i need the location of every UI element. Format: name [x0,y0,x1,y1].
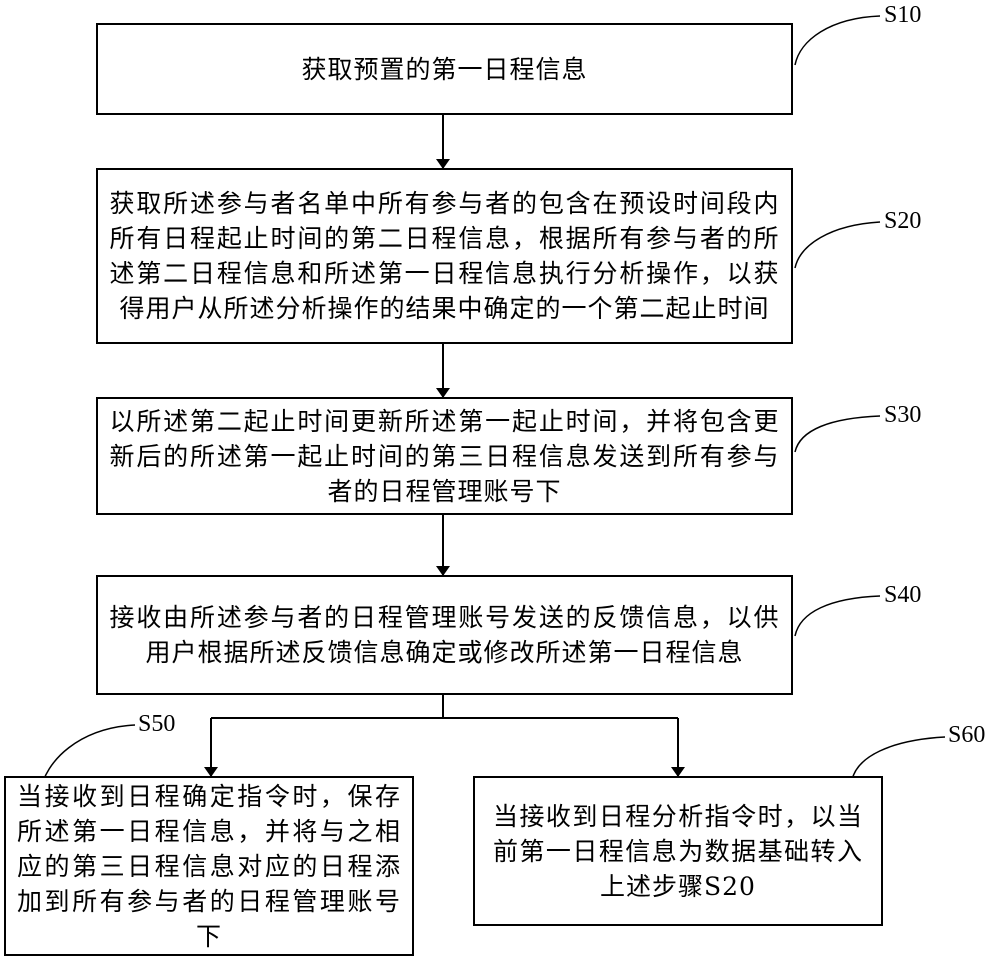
step-label-s60: S60 [948,722,985,749]
step-text-s30: 以所述第二起止时间更新所述第一起止时间，并将包含更新后的所述第一起止时间的第三日… [110,404,780,509]
step-text-s50: 当接收到日程确定指令时，保存所述第一日程信息，并将与之相应的第三日程信息对应的日… [17,779,401,954]
leader-s30 [795,416,880,452]
leader-s20 [795,222,880,268]
step-text-s60: 当接收到日程分析指令时，以当前第一日程信息为数据基础转入上述步骤S20 [493,799,863,904]
step-box-s30: 以所述第二起止时间更新所述第一起止时间，并将包含更新后的所述第一起止时间的第三日… [96,397,793,515]
leader-s40 [795,596,880,636]
step-text-s20: 获取所述参与者名单中所有参与者的包含在预设时间段内所有日程起止时间的第二日程信息… [110,186,780,326]
step-box-s60: 当接收到日程分析指令时，以当前第一日程信息为数据基础转入上述步骤S20 [473,776,883,926]
leader-s60 [852,737,945,780]
leader-s10 [795,16,880,65]
step-label-s50: S50 [138,711,175,738]
step-label-s20: S20 [884,208,921,235]
step-label-s40: S40 [884,582,921,609]
step-box-s10: 获取预置的第一日程信息 [96,23,793,115]
step-text-s40: 接收由所述参与者的日程管理账号发送的反馈信息，以供用户根据所述反馈信息确定或修改… [110,600,780,670]
step-label-s30: S30 [884,402,921,429]
step-text-s10: 获取预置的第一日程信息 [125,52,765,87]
step-box-s20: 获取所述参与者名单中所有参与者的包含在预设时间段内所有日程起止时间的第二日程信息… [96,168,793,344]
step-box-s50: 当接收到日程确定指令时，保存所述第一日程信息，并将与之相应的第三日程信息对应的日… [4,776,414,956]
step-box-s40: 接收由所述参与者的日程管理账号发送的反馈信息，以供用户根据所述反馈信息确定或修改… [96,575,793,695]
step-label-s10: S10 [884,2,921,29]
